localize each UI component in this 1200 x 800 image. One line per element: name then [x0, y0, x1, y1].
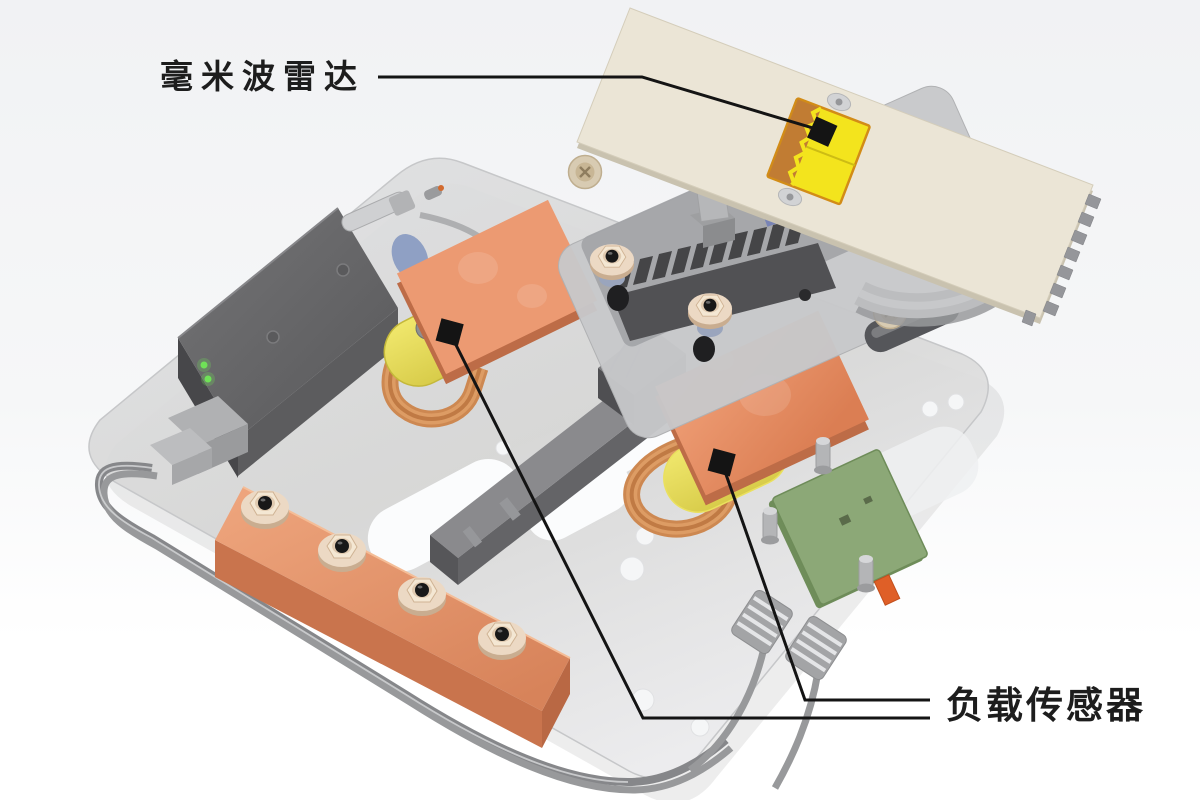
busbar-nut-1: [240, 489, 290, 530]
load-sensor-label: 负载传感器: [946, 684, 1146, 727]
busbar-top-face: [215, 487, 570, 711]
standoff-1: [813, 436, 833, 475]
pcb-orange-connector: [873, 574, 901, 606]
stack-fasteners: [589, 243, 733, 362]
busbar-nut-2: [317, 532, 367, 573]
busbar-nut-3: [397, 576, 447, 617]
beam-top-face: [430, 372, 668, 558]
load-sensor-callout-line-2: [720, 462, 930, 702]
load-sensor-marker-2: [707, 448, 736, 477]
radar-board-tabs: [777, 92, 852, 207]
module-edge-highlight: [177, 207, 339, 339]
load-sensor-marker-1: [435, 318, 464, 347]
connector-wedge-2: [785, 616, 847, 680]
module-top-screws: [266, 263, 350, 344]
led-2: [204, 375, 212, 383]
radar-label: 毫米波雷达: [160, 57, 365, 96]
module-connector: [150, 396, 248, 485]
screw-2: [567, 154, 603, 190]
callouts: [378, 75, 930, 720]
heatsink-bolt: [799, 289, 811, 301]
grommet-2: [693, 336, 715, 362]
interface-pcb: [760, 426, 979, 609]
heatsink: [612, 217, 836, 341]
panel-teeth: [1021, 193, 1102, 327]
load-sensor-callout-line-1: [448, 332, 930, 720]
radar-divider: [806, 145, 856, 167]
standoff-3: [856, 554, 876, 593]
status-leds: [197, 358, 215, 386]
radar-callout-line: [378, 75, 824, 133]
cable-bundle: [95, 461, 734, 794]
pcb-chips: [838, 495, 873, 526]
radar-copper-zone: [768, 99, 822, 185]
module-right-face: [238, 308, 398, 476]
beam-end-face: [430, 535, 458, 585]
beam-tabs: [462, 497, 521, 548]
led-1: [200, 361, 208, 369]
busbar-front-face: [215, 540, 542, 748]
flex-ribbon-right: [623, 431, 743, 538]
busbar-nut-4: [477, 620, 527, 661]
standoff-2: [760, 506, 780, 545]
baseplate-holes: [495, 323, 965, 737]
stack-nut-2: [687, 292, 733, 330]
callout-markers: [435, 116, 838, 477]
control-module: [150, 185, 508, 485]
grommet-1: [607, 285, 629, 311]
heatsink-fins: [614, 217, 805, 290]
cable-2: [100, 470, 734, 794]
cable-highlight: [98, 464, 629, 783]
stack-nut-1: [589, 243, 635, 281]
busbar-end-face: [542, 658, 570, 748]
connector-cable-2: [771, 671, 822, 790]
rod-tip: [438, 185, 444, 191]
radar-marker: [807, 116, 838, 147]
connector-wedge-1: [731, 590, 793, 654]
beam-front-face: [458, 395, 668, 585]
copper-busbar: [215, 486, 571, 748]
heatsink-base: [612, 243, 836, 341]
